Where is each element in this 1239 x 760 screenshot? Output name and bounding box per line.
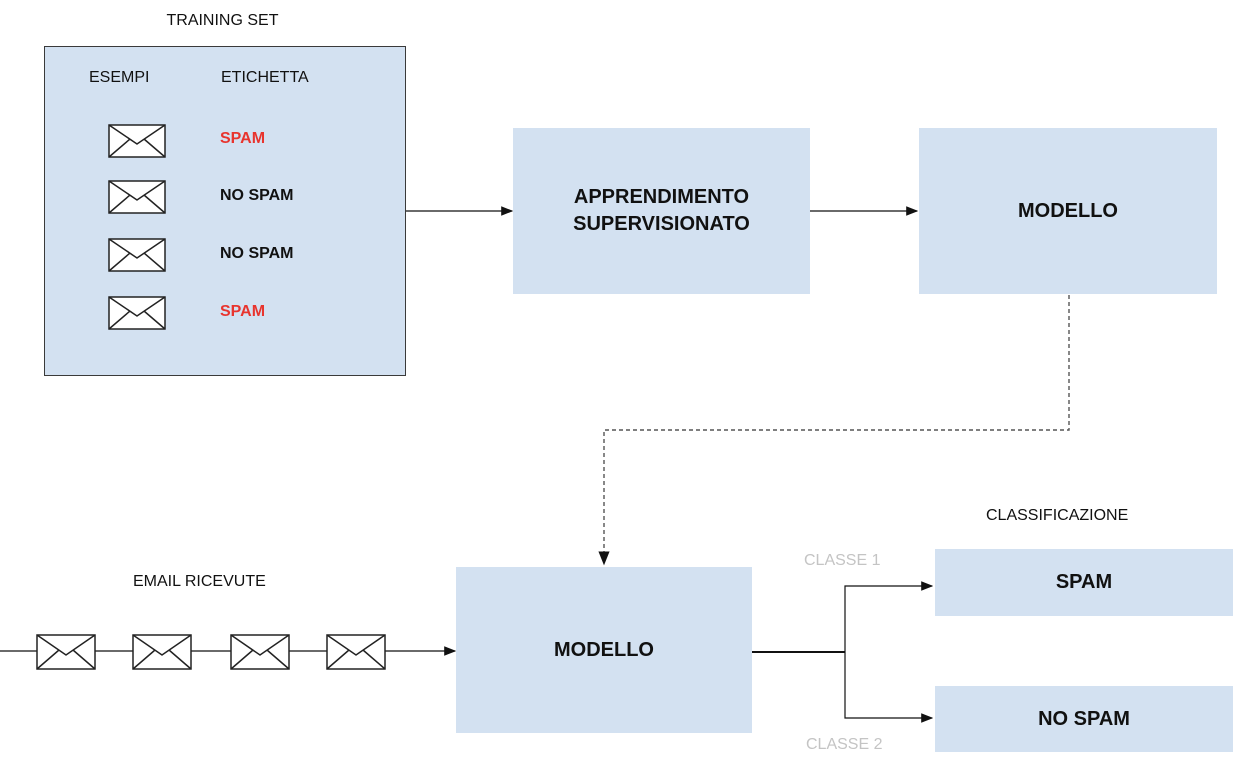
column-examples: ESEMPI [89, 69, 150, 86]
row-label-4: SPAM [220, 303, 266, 320]
class-spam-label: SPAM [1055, 571, 1113, 593]
row-label-2: NO SPAM [220, 187, 294, 204]
column-label: ETICHETTA [221, 69, 309, 86]
arrow-model-dashed [598, 295, 1070, 566]
class-nospam-label: NO SPAM [1038, 707, 1130, 730]
envelope-icon [326, 634, 386, 670]
envelope-icon [108, 296, 166, 330]
row-label-1: SPAM [220, 130, 266, 147]
training-set-title: TRAINING SET [166, 12, 279, 29]
envelope-icon [230, 634, 290, 670]
class2-caption: CLASSE 2 [806, 736, 883, 753]
class-nospam-box: NO SPAM [935, 686, 1233, 752]
training-set-box [44, 46, 406, 376]
emails-title: EMAIL RICEVUTE [133, 573, 266, 590]
envelope-icon [36, 634, 96, 670]
model-top-label: MODELLO [1018, 199, 1118, 222]
envelope-icon [108, 238, 166, 272]
supervised-learning-label: APPRENDIMENTO SUPERVISIONATO [573, 186, 750, 235]
envelope-icon [108, 180, 166, 214]
model-top-box: MODELLO [919, 128, 1217, 294]
arrow-to-class2 [844, 652, 934, 723]
supervised-learning-box: APPRENDIMENTO SUPERVISIONATO [513, 128, 810, 294]
model-bottom-box: MODELLO [456, 567, 752, 733]
class-spam-box: SPAM [935, 549, 1233, 616]
classification-title: CLASSIFICAZIONE [986, 507, 1129, 524]
row-label-3: NO SPAM [220, 245, 294, 262]
class1-caption: CLASSE 1 [804, 552, 881, 569]
arrow-to-class1 [844, 581, 934, 652]
envelope-icon [108, 124, 166, 158]
envelope-icon [132, 634, 192, 670]
model-bottom-label: MODELLO [554, 638, 654, 661]
